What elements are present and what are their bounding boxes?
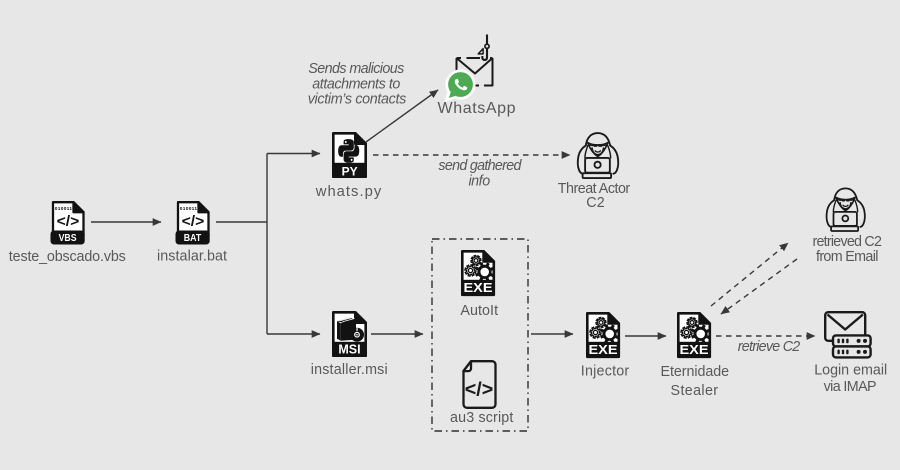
svg-text:via IMAP: via IMAP bbox=[824, 379, 877, 395]
svg-text:attachments to: attachments to bbox=[312, 76, 400, 92]
svg-text:instalar.bat: instalar.bat bbox=[157, 249, 227, 265]
svg-text:Injector: Injector bbox=[581, 363, 630, 379]
svg-text:WhatsApp: WhatsApp bbox=[438, 100, 516, 117]
svg-text:info: info bbox=[468, 174, 490, 190]
svg-text:Eternidade: Eternidade bbox=[661, 364, 730, 380]
svg-text:Threat Actor: Threat Actor bbox=[558, 181, 631, 197]
svg-text:au3 script: au3 script bbox=[450, 410, 513, 426]
svg-text:send gathered: send gathered bbox=[438, 158, 522, 174]
svg-text:installer.msi: installer.msi bbox=[311, 362, 388, 378]
svg-text:C2: C2 bbox=[586, 195, 605, 211]
svg-text:teste_obscado.vbs: teste_obscado.vbs bbox=[9, 249, 126, 265]
svg-text:retrieved C2: retrieved C2 bbox=[813, 234, 882, 250]
svg-text:Stealer: Stealer bbox=[671, 383, 719, 399]
svg-text:retrieve C2: retrieve C2 bbox=[738, 339, 801, 355]
svg-text:Sends malicious: Sends malicious bbox=[308, 61, 404, 77]
svg-text:VBS: VBS bbox=[59, 233, 77, 244]
svg-text:whats.py: whats.py bbox=[315, 184, 382, 200]
svg-text:from Email: from Email bbox=[816, 249, 878, 265]
svg-text:BAT: BAT bbox=[184, 233, 202, 244]
svg-text:Login email: Login email bbox=[814, 363, 887, 379]
svg-text:victim’s contacts: victim’s contacts bbox=[308, 92, 407, 108]
svg-text:AutoIt: AutoIt bbox=[460, 303, 498, 319]
